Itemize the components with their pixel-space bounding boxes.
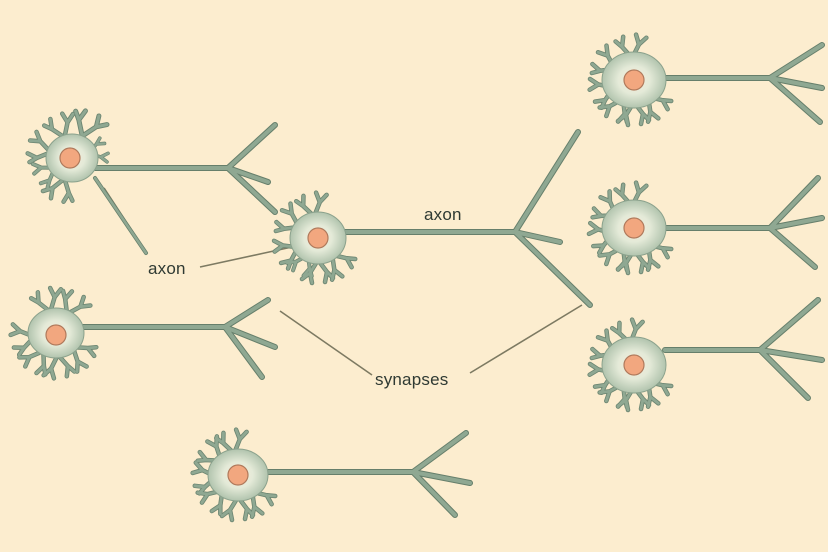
axons [79,42,825,518]
axon-label-left: axon [148,259,186,278]
nucleus [623,354,645,376]
neuron-mid-left [9,285,100,379]
label-leader-lines [103,187,583,376]
nucleus [307,227,329,249]
nucleus [227,464,249,486]
neuron-bottom [192,428,279,520]
neuron-right-bottom [586,318,674,412]
nucleus [623,217,645,239]
nucleus [59,147,81,169]
nucleus [45,324,67,346]
synapses-label: synapses [375,370,449,389]
axon-label-top: axon [424,205,462,224]
nucleus [623,69,645,91]
neuron-center [270,191,358,283]
neuron-right-mid [586,182,674,275]
neuron-top-left [25,106,112,205]
neuron-right-top [586,34,674,127]
